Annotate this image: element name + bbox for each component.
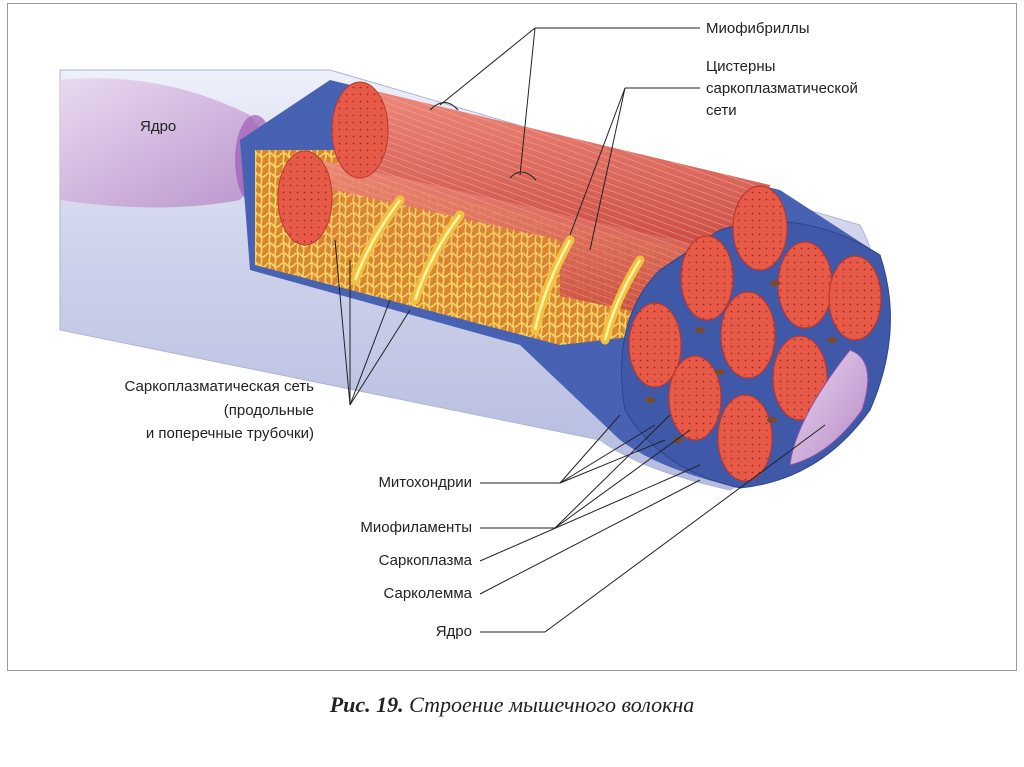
label-cisterns-1: Цистерны bbox=[706, 58, 776, 75]
label-nucleus-bottom: Ядро bbox=[435, 623, 472, 640]
label-myofibrils: Миофибриллы bbox=[706, 20, 810, 37]
label-myofilaments: Миофиламенты bbox=[360, 519, 472, 536]
label-sr-1: Саркоплазматическая сеть bbox=[124, 378, 314, 395]
label-mitochondria: Митохондрии bbox=[378, 474, 472, 491]
muscle-fiber-illustration bbox=[59, 27, 891, 633]
label-sarcoplasm: Саркоплазма bbox=[378, 552, 472, 569]
myofibril-cross-sections bbox=[628, 185, 882, 482]
label-nucleus-left: Ядро bbox=[140, 118, 177, 135]
label-sr-2: (продольные bbox=[223, 402, 314, 419]
myofibril-cap-left bbox=[277, 150, 333, 246]
nucleus-left-shape bbox=[60, 78, 263, 208]
leader-lines bbox=[334, 27, 826, 633]
myofibril-cap-top bbox=[331, 81, 389, 179]
figure-caption: Рис. 19. Строение мышечного волокна bbox=[0, 692, 1024, 718]
label-cisterns-3: сети bbox=[706, 102, 737, 119]
caption-figure-number: Рис. 19. bbox=[329, 692, 404, 717]
label-cisterns-2: саркоплазматической bbox=[706, 80, 858, 97]
label-sr-3: и поперечные трубочки) bbox=[145, 425, 314, 442]
label-sarcolemma: Сарколемма bbox=[383, 585, 473, 602]
caption-title: Строение мышечного волокна bbox=[409, 692, 695, 717]
